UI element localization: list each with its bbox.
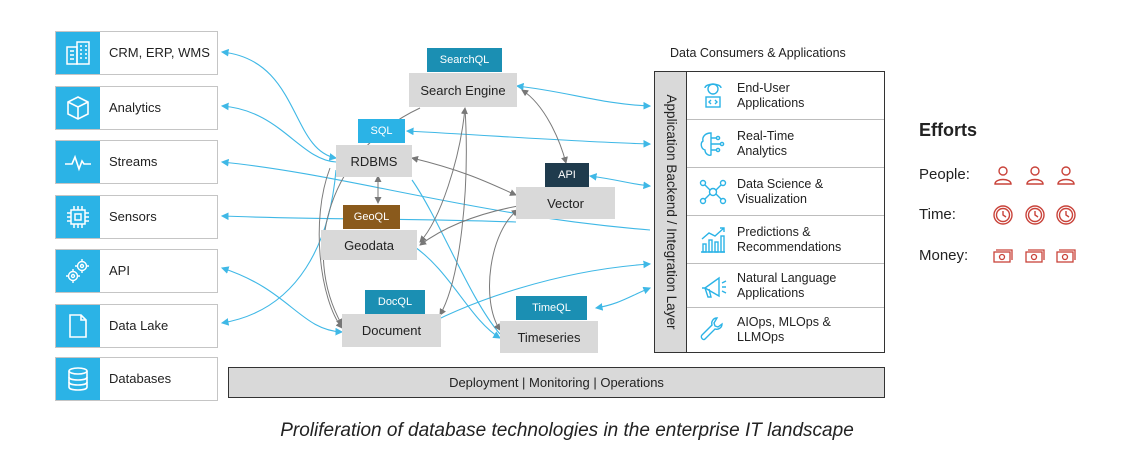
cube-icon [56,87,100,129]
pulse-icon [56,141,100,183]
tag-geoql: GeoQL [343,205,400,229]
efforts-money-label: Money: [919,247,969,264]
consumer-line1: End-User [737,81,790,95]
source-label: Data Lake [109,318,169,333]
building-icon [56,32,100,74]
consumer-line2: Visualization [737,192,807,206]
network-icon [699,179,727,205]
user-code-icon [704,83,722,108]
consumer-line2: Applications [737,286,805,300]
consumer-line2: Applications [737,96,805,110]
db-geodata[interactable]: Geodata [321,230,417,260]
deployment-bar: Deployment | Monitoring | Operations [228,367,885,398]
tag-docql: DocQL [365,290,425,314]
gears-icon [56,250,100,292]
clock-icon [993,205,1013,225]
db-search-engine[interactable]: Search Engine [409,73,517,107]
source-label: Analytics [109,100,162,115]
db-document[interactable]: Document [342,314,441,347]
consumers-heading: Data Consumers & Applications [670,46,846,60]
source-crm[interactable]: CRM, ERP, WMS [55,31,218,75]
efforts-title: Efforts [919,120,977,140]
tag-api: API [545,163,589,187]
source-label: Sensors [109,209,157,224]
brain-circuit-icon [700,132,725,156]
wrench-icon [700,317,723,341]
tag-searchql: SearchQL [427,48,502,72]
source-streams[interactable]: Streams [55,140,218,184]
money-icon [993,249,1013,263]
money-icon [1025,249,1045,263]
consumer-line2: LLMOps [737,330,785,344]
consumer-line1: Predictions & [737,225,811,239]
tag-sql: SQL [358,119,405,143]
database-icon [56,358,100,400]
consumer-line2: Recommendations [737,240,842,254]
source-label: Streams [109,154,158,169]
source-databases[interactable]: Databases [55,357,218,401]
consumer-predictions[interactable]: Predictions &Recommendations [687,216,884,264]
clock-icon [1025,205,1045,225]
consumer-line1: Data Science & [737,177,824,191]
integration-layer-label: Application Backend / Integration Layer [664,94,679,330]
consumer-aiops[interactable]: AIOps, MLOps &LLMOps [687,308,884,352]
consumer-line2: Analytics [737,144,788,158]
clock-icon [1056,205,1076,225]
chip-icon [56,196,100,238]
integration-layer-bar: Application Backend / Integration Layer [655,72,687,352]
source-label: Databases [109,371,172,386]
consumer-line1: Natural Language [737,271,837,285]
source-api[interactable]: API [55,249,218,293]
consumer-data-science[interactable]: Data Science &Visualization [687,168,884,216]
efforts-people-label: People: [919,166,970,183]
db-vector[interactable]: Vector [516,187,615,219]
db-timeseries[interactable]: Timeseries [500,321,598,353]
figure-caption: Proliferation of database technologies i… [280,420,854,441]
file-icon [56,305,100,347]
consumers-panel: Application Backend / Integration Layer … [654,71,885,353]
megaphone-icon [702,276,727,298]
tag-timeql: TimeQL [516,296,587,320]
source-label: API [109,263,130,278]
consumer-line1: Real-Time [737,129,795,143]
person-icon [1057,166,1075,185]
source-sensors[interactable]: Sensors [55,195,218,239]
person-icon [1026,166,1044,185]
consumer-line1: AIOps, MLOps & [737,315,831,329]
person-icon [994,166,1012,185]
source-data-lake[interactable]: Data Lake [55,304,218,348]
trend-chart-icon [701,227,725,253]
money-icon [1056,249,1076,263]
source-analytics[interactable]: Analytics [55,86,218,130]
db-rdbms[interactable]: RDBMS [336,145,412,177]
efforts-time-label: Time: [919,206,956,223]
source-label: CRM, ERP, WMS [109,45,210,60]
